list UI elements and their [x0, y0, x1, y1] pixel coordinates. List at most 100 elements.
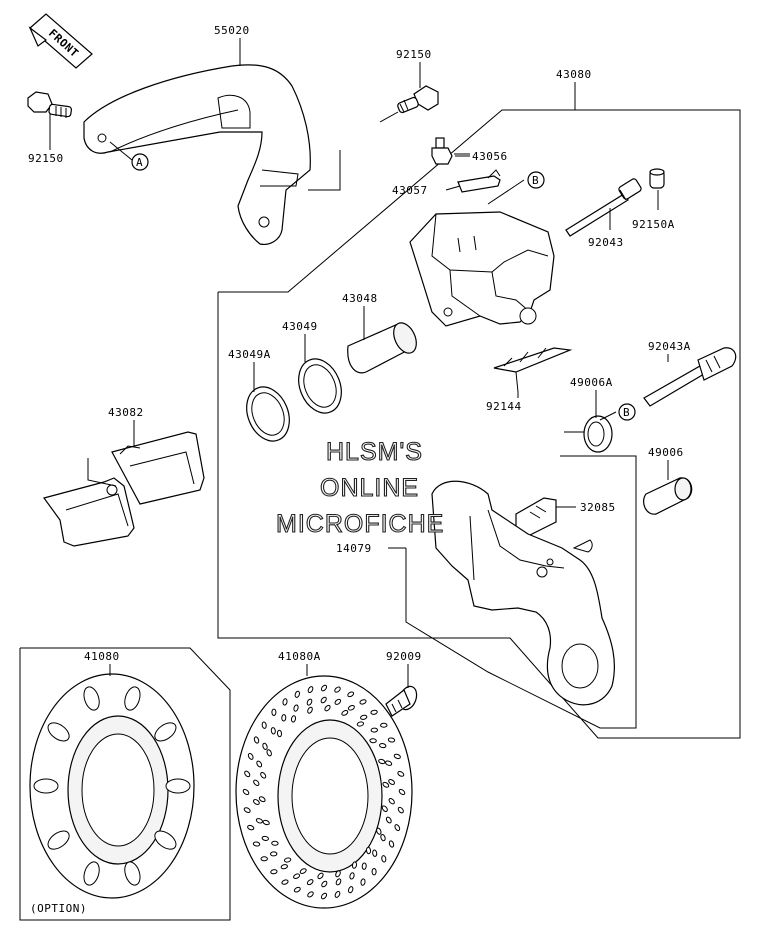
disc-hole: [252, 841, 261, 847]
callout-a: A: [131, 153, 149, 171]
caliper-bracket-14079[interactable]: [431, 480, 615, 706]
disc-hole: [382, 781, 390, 788]
bleeder-cap-43057[interactable]: [457, 169, 501, 193]
disc-hole: [387, 737, 396, 743]
disc-hole: [260, 856, 268, 862]
watermark-line-2: ONLINE: [320, 474, 419, 502]
disc-hole: [261, 835, 269, 841]
label-43049: 43049: [282, 320, 318, 333]
boot-49006A[interactable]: [564, 415, 613, 453]
disc-hole: [360, 714, 368, 720]
label-43056: 43056: [472, 150, 508, 163]
label-49006A: 49006A: [570, 376, 613, 389]
disc-hole: [324, 704, 331, 712]
disc-hole: [376, 827, 382, 835]
leader-lines: [49, 38, 669, 688]
pin-boot-92150A[interactable]: [649, 168, 665, 189]
disc-hole: [260, 772, 267, 779]
disc-hole: [380, 834, 386, 842]
disc-hole: [320, 696, 327, 704]
bolt-92150-left[interactable]: [27, 91, 72, 118]
disc-hole: [334, 686, 341, 693]
label-43049A: 43049A: [228, 348, 271, 361]
disc-slot: [165, 778, 191, 794]
part-labels: 55020 92150 92150 43080 43056 43057 9215…: [28, 24, 690, 915]
dust-seal-43049A[interactable]: [239, 381, 297, 448]
disc-slot: [124, 686, 141, 711]
disc-slot: [47, 830, 70, 850]
disc-hole: [253, 779, 260, 786]
disc-hole: [281, 879, 289, 885]
disc-hole: [379, 743, 387, 749]
disc-hole: [256, 760, 263, 768]
disc-hole: [293, 704, 299, 712]
disc-slot: [47, 722, 70, 742]
disc-hole: [270, 727, 276, 735]
disc-hole: [270, 851, 278, 857]
caliper-body[interactable]: [409, 211, 555, 327]
brake-disc-41080[interactable]: [29, 673, 195, 899]
boot-49006[interactable]: [643, 477, 693, 515]
label-32085: 32085: [580, 501, 616, 514]
callout-b-top: B: [527, 171, 545, 189]
disc-hole: [244, 770, 251, 778]
disc-hole: [253, 799, 260, 805]
label-55020: 55020: [214, 24, 250, 37]
piston-43048[interactable]: [347, 319, 421, 374]
disc-hole: [321, 880, 328, 888]
label-92150A: 92150A: [632, 218, 675, 231]
disc-slot: [154, 830, 177, 850]
disc-bolt-92009[interactable]: [385, 684, 420, 717]
disc-hole: [306, 698, 313, 706]
disc-hole: [280, 864, 288, 870]
disc-hole: [351, 861, 358, 869]
disc-hole: [385, 760, 393, 766]
watermark-line-1: HLSM'S: [326, 438, 423, 466]
disc-hole: [271, 708, 277, 716]
watermark-line-3: MICROFICHE: [276, 510, 444, 538]
disc-guard-55020[interactable]: [83, 64, 311, 245]
disc-hole: [294, 690, 300, 698]
disc-hole: [388, 798, 395, 805]
bolt-92150-top[interactable]: [379, 85, 439, 123]
disc-hole: [372, 849, 378, 857]
pad-spring-92144[interactable]: [493, 347, 573, 393]
caliper-pin-92043A[interactable]: [643, 347, 737, 407]
disc-hole: [242, 788, 250, 796]
disc-hole: [370, 727, 378, 733]
label-43057: 43057: [392, 184, 428, 197]
caliper-pin-92043[interactable]: [565, 178, 642, 237]
disc-hole: [306, 879, 314, 886]
disc-hole: [320, 684, 328, 692]
bleeder-valve-43056[interactable]: [431, 137, 470, 165]
disc-hole: [282, 698, 288, 706]
disc-hole: [334, 890, 341, 898]
disc-hole: [293, 873, 301, 879]
disc-hole: [334, 698, 342, 705]
disc-hole: [307, 706, 313, 714]
disc-hole: [262, 742, 268, 750]
disc-hole: [299, 868, 307, 874]
disc-hole: [385, 816, 392, 824]
disc-hole: [247, 824, 255, 831]
disc-hole: [271, 840, 279, 846]
disc-hole: [381, 805, 388, 812]
disc-hole: [370, 709, 378, 715]
label-43082: 43082: [108, 406, 144, 419]
disc-hole: [388, 840, 395, 848]
disc-hole: [335, 878, 342, 886]
disc-hole: [258, 796, 266, 803]
disc-hole: [247, 752, 254, 760]
label-92144: 92144: [486, 400, 522, 413]
disc-hole: [378, 758, 386, 765]
disc-hole: [349, 872, 355, 880]
brake-pads-43082[interactable]: [43, 431, 205, 547]
label-92150-top: 92150: [396, 48, 432, 61]
disc-hole: [360, 878, 366, 886]
callout-b-top-label: B: [532, 174, 539, 187]
disc-hole: [388, 779, 395, 785]
disc-hole: [397, 771, 405, 777]
disc-slot: [124, 861, 141, 886]
piston-seal-43049[interactable]: [291, 353, 349, 420]
brake-disc-41080A[interactable]: [235, 675, 413, 909]
